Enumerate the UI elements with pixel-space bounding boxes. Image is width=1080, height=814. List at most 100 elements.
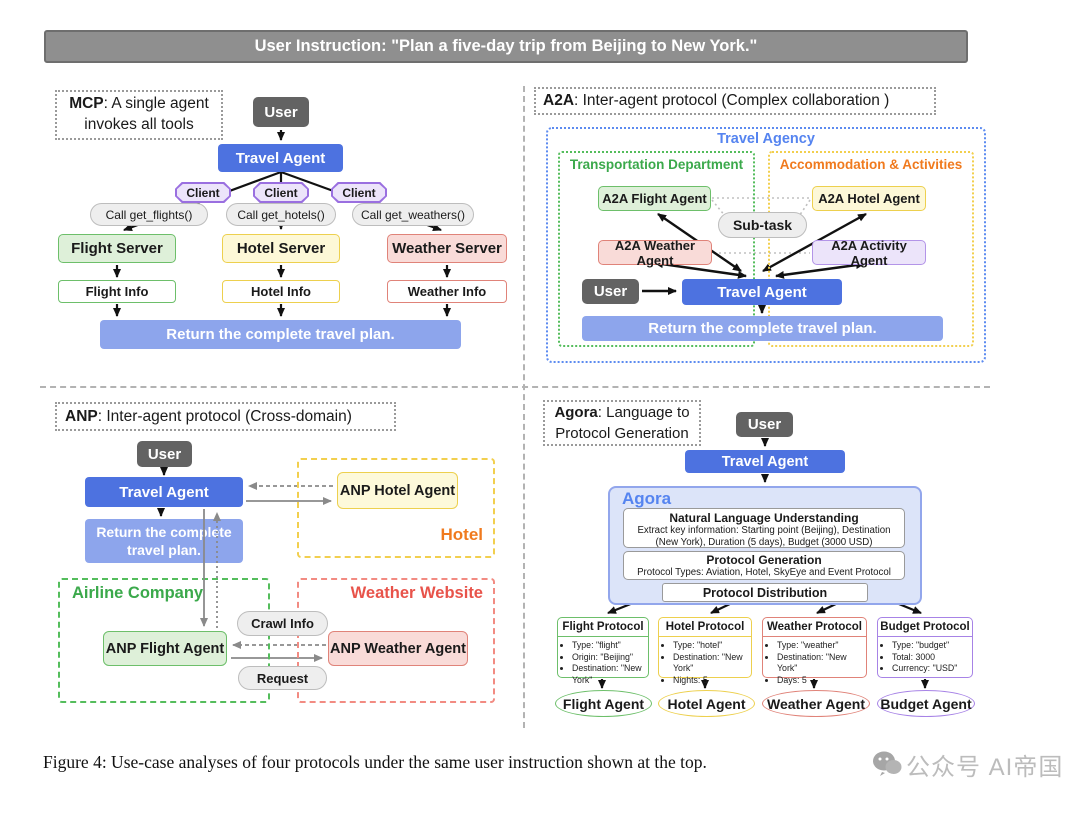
hotel-domain-label: Hotel bbox=[440, 525, 484, 544]
hotel-protocol-title: Hotel Protocol bbox=[659, 618, 751, 637]
watermark-text: 公众号 AI帝国 bbox=[906, 753, 1064, 781]
protocol-bullet: Total: 3000 bbox=[892, 652, 970, 664]
subtask-pill: Sub-task bbox=[718, 212, 807, 238]
mcp-return-plan-box: Return the complete travel plan. bbox=[100, 320, 461, 349]
weather-protocol-card: Weather Protocol Type: "weather" Destina… bbox=[762, 617, 867, 685]
protocol-generation-body: Protocol Types: Aviation, Hotel, SkyEye … bbox=[637, 567, 891, 578]
a2a-title-bold: A2A bbox=[543, 92, 575, 109]
travel-agency-label: Travel Agency bbox=[717, 131, 815, 147]
protocol-bullet: Type: "budget" bbox=[892, 640, 970, 652]
figure-caption: Figure 4: Use-case analyses of four prot… bbox=[43, 752, 707, 772]
a2a-flight-agent-box: A2A Flight Agent bbox=[598, 186, 711, 211]
horizontal-divider bbox=[40, 386, 990, 388]
protocol-bullet: Days: 5 bbox=[777, 675, 864, 687]
budget-agent-ellipse: Budget Agent bbox=[877, 690, 975, 717]
protocol-bullet: Type: "weather" bbox=[777, 640, 864, 652]
nlu-body: Extract key information: Starting point … bbox=[637, 525, 891, 549]
mcp-title-bold: MCP bbox=[69, 95, 104, 113]
a2a-title-rest: : Inter-agent protocol (Complex collabor… bbox=[574, 92, 890, 109]
anp-user-box: User bbox=[137, 441, 192, 467]
agora-travel-agent-box: Travel Agent bbox=[685, 450, 845, 473]
wechat-icon bbox=[873, 751, 902, 776]
mcp-client-octagon: Client bbox=[175, 182, 231, 203]
anp-title: ANP: Inter-agent protocol (Cross-domain) bbox=[65, 408, 352, 426]
a2a-return-plan-box: Return the complete travel plan. bbox=[582, 316, 943, 341]
mcp-call-weathers-pill: Call get_weathers() bbox=[352, 203, 474, 226]
flight-agent-ellipse: Flight Agent bbox=[555, 690, 652, 717]
flight-protocol-card: Flight Protocol Type: "flight" Origin: "… bbox=[557, 617, 649, 685]
a2a-activity-agent-box: A2A Activity Agent bbox=[812, 238, 926, 268]
weather-protocol-bullets: Type: "weather" Destination: "New York" … bbox=[763, 640, 866, 686]
mcp-client-octagon: Client bbox=[331, 182, 387, 203]
mcp-client-label: Client bbox=[176, 183, 230, 202]
budget-protocol-bullets: Type: "budget" Total: 3000 Currency: "US… bbox=[878, 640, 972, 675]
travel-agency-container bbox=[546, 127, 986, 363]
weather-website-label: Weather Website bbox=[350, 584, 483, 602]
a2a-user-box: User bbox=[582, 279, 639, 304]
agora-title-bold: Agora bbox=[554, 404, 598, 421]
protocol-distribution-box: Protocol Distribution bbox=[662, 583, 868, 602]
watermark: 公众号 AI帝国 bbox=[872, 746, 1072, 782]
anp-weather-agent-box: ANP Weather Agent bbox=[328, 631, 468, 666]
flight-server-box: Flight Server bbox=[58, 234, 176, 263]
nlu-title: Natural Language Understanding bbox=[669, 511, 859, 525]
vertical-divider bbox=[523, 86, 525, 728]
protocol-generation-title: Protocol Generation bbox=[706, 553, 822, 567]
mcp-call-flights-pill: Call get_flights() bbox=[90, 203, 208, 226]
hotel-protocol-card: Hotel Protocol Type: "hotel" Destination… bbox=[658, 617, 752, 685]
protocol-bullet: Currency: "USD" bbox=[892, 663, 970, 675]
hotel-server-box: Hotel Server bbox=[222, 234, 340, 263]
anp-title-bold: ANP bbox=[65, 407, 98, 425]
protocol-bullet: Nights: 5 bbox=[673, 675, 749, 687]
anp-flight-agent-box: ANP Flight Agent bbox=[103, 631, 227, 666]
anp-travel-agent-box: Travel Agent bbox=[85, 477, 243, 507]
flight-protocol-title: Flight Protocol bbox=[558, 618, 648, 637]
mcp-title-rest: : A single agent invokes all tools bbox=[84, 95, 209, 133]
protocol-generation-box: Protocol Generation Protocol Types: Avia… bbox=[623, 551, 905, 580]
a2a-weather-agent-box: A2A Weather Agent bbox=[598, 238, 712, 268]
agora-title-box: Agora: Language to Protocol Generation bbox=[543, 400, 701, 446]
protocol-bullet: Type: "hotel" bbox=[673, 640, 749, 652]
a2a-travel-agent-box: Travel Agent bbox=[682, 279, 842, 305]
mcp-title: MCP: A single agent invokes all tools bbox=[59, 94, 219, 136]
a2a-title: A2A: Inter-agent protocol (Complex colla… bbox=[543, 92, 889, 110]
transportation-dept-label: Transportation Department bbox=[569, 156, 744, 172]
budget-protocol-card: Budget Protocol Type: "budget" Total: 30… bbox=[877, 617, 973, 678]
protocol-bullet: Origin: "Beijing" bbox=[572, 652, 646, 664]
protocol-bullet: Destination: "New York" bbox=[572, 663, 646, 686]
agora-container-label: Agora bbox=[622, 489, 672, 508]
a2a-hotel-agent-box: A2A Hotel Agent bbox=[812, 186, 926, 211]
hotel-protocol-bullets: Type: "hotel" Destination: "New York" Ni… bbox=[659, 640, 751, 686]
mcp-client-label: Client bbox=[254, 183, 308, 202]
user-instruction-text: User Instruction: "Plan a five-day trip … bbox=[254, 37, 758, 55]
user-instruction-banner: User Instruction: "Plan a five-day trip … bbox=[44, 30, 968, 63]
mcp-travel-agent-box: Travel Agent bbox=[218, 144, 343, 172]
budget-protocol-title: Budget Protocol bbox=[878, 618, 972, 637]
hotel-domain-container bbox=[297, 458, 495, 558]
hotel-agent-ellipse: Hotel Agent bbox=[658, 690, 755, 717]
agora-title-rest: : Language to Protocol Generation bbox=[555, 404, 690, 442]
anp-title-box: ANP: Inter-agent protocol (Cross-domain) bbox=[55, 402, 396, 431]
crawl-info-pill: Crawl Info bbox=[237, 611, 328, 636]
transportation-dept-container bbox=[558, 151, 755, 347]
a2a-title-box: A2A: Inter-agent protocol (Complex colla… bbox=[534, 87, 936, 115]
hotel-info-box: Hotel Info bbox=[222, 280, 340, 303]
weather-protocol-title: Weather Protocol bbox=[763, 618, 866, 637]
anp-return-plan-box: Return the complete travel plan. bbox=[85, 519, 243, 563]
weather-server-box: Weather Server bbox=[387, 234, 507, 263]
agora-title: Agora: Language to Protocol Generation bbox=[547, 402, 697, 444]
flight-protocol-bullets: Type: "flight" Origin: "Beijing" Destina… bbox=[558, 640, 648, 686]
protocol-bullet: Destination: "New York" bbox=[673, 652, 749, 675]
protocol-bullet: Type: "flight" bbox=[572, 640, 646, 652]
anp-title-rest: : Inter-agent protocol (Cross-domain) bbox=[97, 407, 352, 425]
mcp-user-box: User bbox=[253, 97, 309, 127]
airline-company-label: Airline Company bbox=[72, 584, 204, 602]
agora-user-box: User bbox=[736, 412, 793, 437]
nlu-box: Natural Language Understanding Extract k… bbox=[623, 508, 905, 548]
request-pill: Request bbox=[238, 666, 327, 690]
weather-info-box: Weather Info bbox=[387, 280, 507, 303]
mcp-call-hotels-pill: Call get_hotels() bbox=[226, 203, 336, 226]
anp-hotel-agent-box: ANP Hotel Agent bbox=[337, 472, 458, 509]
flight-info-box: Flight Info bbox=[58, 280, 176, 303]
